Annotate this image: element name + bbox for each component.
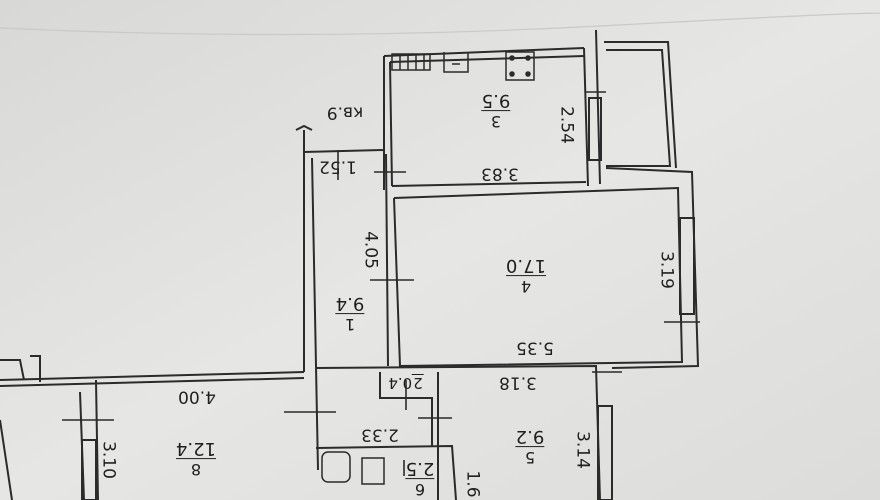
apartment-label: кв.9 — [326, 102, 364, 123]
walls — [0, 29, 700, 500]
room-5-area: 9.2 — [515, 425, 545, 447]
wall-room8-top — [0, 371, 305, 381]
dim-3-10: 3.10 — [98, 441, 119, 479]
dim-1-52: 1.52 — [319, 156, 357, 177]
stove-icon — [505, 51, 535, 81]
dim-2-54: 2.54 — [556, 106, 577, 144]
dim-3-19: 3.19 — [656, 251, 677, 289]
washbasin-icon — [361, 457, 385, 485]
room-6-number: 6 — [414, 480, 426, 500]
wall-room3-bottom — [391, 181, 587, 187]
dim-1-6: 1.6 — [462, 470, 483, 498]
paper-fold-line — [0, 12, 880, 36]
dim-2-33: 2.33 — [361, 424, 399, 445]
window-room3 — [588, 97, 602, 161]
room-2-label: 20.4 — [388, 374, 424, 392]
fixtures — [321, 51, 535, 485]
dim-3-83: 3.83 — [481, 163, 519, 184]
wall-room3-right — [583, 47, 589, 187]
window-room8 — [81, 439, 97, 500]
window-room5 — [597, 405, 613, 500]
dimension-ticks — [62, 91, 700, 476]
room-2-number: 2 — [412, 374, 424, 392]
wall-corridor-right — [385, 153, 389, 367]
radiator-icon — [391, 53, 431, 71]
room-8-area: 12.4 — [175, 437, 217, 459]
toilet-icon — [321, 451, 351, 483]
room-6-area: 2.5 — [405, 457, 435, 479]
wall-left-diagonal — [0, 419, 13, 500]
room-2-area: 0.4 — [388, 374, 413, 392]
room-4-area: 17.0 — [505, 254, 547, 276]
room-5-number: 5 — [524, 448, 536, 468]
wall-corridor-left-inner — [311, 157, 319, 471]
dim-3-14: 3.14 — [572, 431, 593, 469]
dim-3-18: 3.18 — [499, 372, 537, 393]
wall-room4-inner — [393, 186, 684, 368]
wall-corridor-cap — [295, 124, 313, 131]
wall-room8-top-inner — [0, 377, 305, 387]
room-4-number: 4 — [520, 277, 532, 297]
wall-corridor-top — [303, 149, 385, 153]
room-1-area: 9.4 — [335, 292, 365, 314]
wall-room3-top-inner — [389, 55, 585, 63]
wall-room3-left-inner — [389, 61, 393, 187]
dim-4-00: 4.00 — [178, 386, 216, 407]
room-3-number: 3 — [490, 112, 502, 132]
wall-annex-outer — [604, 41, 677, 169]
wall-annex-inner — [606, 49, 672, 167]
wall-room6-top — [315, 444, 457, 500]
dim-4-05: 4.05 — [360, 231, 381, 269]
sink-icon — [443, 52, 469, 73]
window-room4 — [679, 217, 695, 315]
wall-left-cap — [0, 355, 41, 382]
wall-annex-shaft — [595, 29, 601, 185]
dim-5-35: 5.35 — [516, 337, 554, 358]
room-1-number: 1 — [344, 315, 356, 335]
room-8-number: 8 — [190, 460, 202, 480]
room-3-area: 9.5 — [481, 89, 511, 111]
